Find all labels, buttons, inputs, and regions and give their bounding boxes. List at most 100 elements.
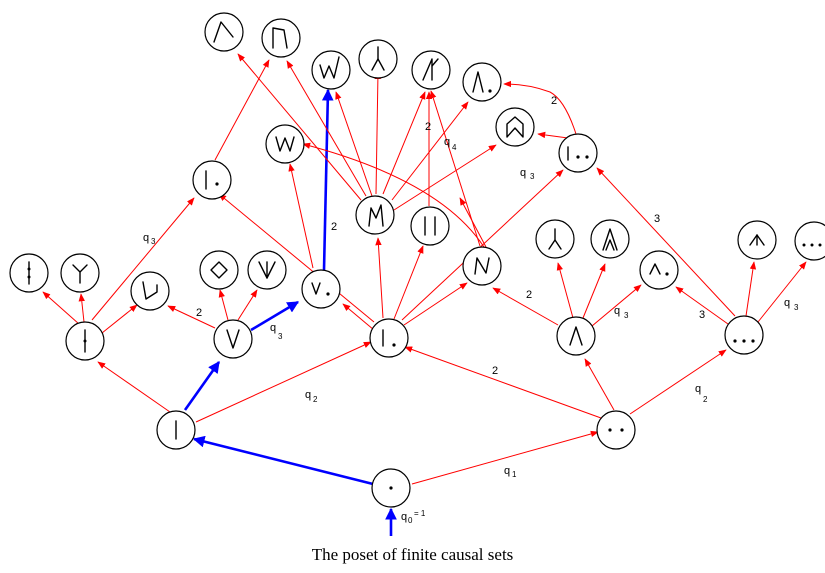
label-q3-upper: q: [520, 167, 526, 179]
edge-N-to-W-curve: [302, 142, 485, 248]
node-lambda-dot-top: [462, 62, 502, 102]
node-chain-dots: [558, 133, 598, 173]
label-q3-upper-sub: 3: [530, 172, 535, 181]
edge-Ndot-to-Adot: [391, 101, 469, 201]
label-2-mid: 2: [425, 121, 431, 133]
edge-lambda-to-Aup: [582, 263, 606, 319]
node-lambda: [556, 316, 596, 356]
edge-chain2dot-to-hook: [214, 59, 270, 161]
edge-root-to-antichain2: [411, 430, 599, 485]
edge-labels: q 0 = 1 q 1 q 2 q 2 q 3 q 3 q 3 q 3 q 3 …: [143, 95, 799, 525]
edge-anti3-to-lambda-dot: [675, 286, 729, 325]
edge-root-to-chain2: [192, 435, 374, 486]
label-2-N: 2: [526, 289, 532, 301]
edge-Ndot-to-Wchain: [335, 91, 373, 197]
node-slash-chain: [411, 50, 451, 90]
node-antichain-2: [596, 410, 636, 450]
node-inverted-Y: [535, 219, 575, 259]
node-double-lambda: [590, 219, 630, 259]
edge-anti2-to-lambda: [584, 358, 615, 411]
label-q3-right-sub: 3: [794, 303, 799, 312]
node-single-point: [371, 468, 411, 508]
edge-V-to-diamond: [218, 289, 229, 321]
edge-chain3-to-chain2-dot-upper: [91, 197, 195, 321]
node-forked-chain: [358, 39, 398, 79]
edge-Vdot-to-W: [288, 163, 314, 269]
node-house: [495, 107, 535, 147]
label-2-vee: 2: [196, 307, 202, 319]
label-q3-left: q: [143, 232, 149, 244]
label-q3-right: q: [784, 297, 790, 309]
node-chain-3: [65, 321, 105, 361]
node-V: [213, 319, 253, 359]
node-lambda-dot: [639, 250, 679, 290]
node-Y: [60, 253, 100, 293]
edge-anti3-to-vee-up: [745, 261, 757, 317]
node-chain-vee: [130, 271, 170, 311]
label-q1-sub: 1: [512, 470, 517, 479]
label-q3-left-sub: 3: [151, 237, 156, 246]
edge-lambda-to-N: [492, 287, 559, 326]
node-N: [462, 246, 502, 286]
edge-Ndot-to-tent: [237, 53, 362, 201]
label-q0-value: = 1: [414, 509, 426, 518]
edge-Ndot-to-hook: [286, 60, 367, 197]
edge-anti3-to-anti4: [757, 261, 807, 323]
label-q2-right-sub: 2: [703, 395, 708, 404]
node-W: [265, 124, 305, 164]
edge-Ndot-to-slash: [382, 91, 426, 195]
label-2-blue: 2: [331, 221, 337, 233]
label-q0-sub: 0: [408, 516, 413, 525]
label-q4-sub: 4: [452, 143, 457, 152]
label-2-lower: 2: [492, 365, 498, 377]
edge-cd-to-Vdot: [342, 303, 375, 331]
node-trident-up: [737, 220, 777, 260]
edges: [42, 53, 807, 536]
node-tent: [204, 12, 244, 52]
label-3-upper: 3: [654, 213, 660, 225]
edge-chain3-to-Y: [78, 293, 85, 323]
label-2-top: 2: [551, 95, 557, 107]
edge-chain2-to-V: [183, 361, 221, 411]
node-zigzag: [355, 195, 395, 235]
edge-chain3-to-chain4: [42, 291, 80, 325]
edge-cd-to-pair: [393, 245, 424, 320]
edge-N-to-chain-peak: [430, 90, 481, 247]
node-diamond: [199, 250, 239, 290]
label-q3-V: q: [270, 322, 276, 334]
edge-cd-to-N: [403, 282, 468, 326]
edge-V-to-vee-dot: [167, 305, 216, 329]
node-chain-dot: [369, 318, 409, 358]
node-chain-2: [156, 410, 196, 450]
edge-Ndot-to-sharp: [374, 71, 382, 195]
edge-chaindots-to-Adot: [503, 80, 577, 135]
label-q4: q: [444, 136, 450, 148]
edge-V-to-V-dot: [250, 300, 300, 332]
edge-Vdot-to-W-chain: [321, 88, 334, 271]
edge-chaindots-to-WB: [537, 131, 569, 139]
label-q2-left-sub: 2: [313, 395, 318, 404]
label-q1: q: [504, 465, 510, 477]
node-V-dot: [301, 269, 341, 309]
label-q3-mid-sub: 3: [624, 311, 629, 320]
node-antichain-3: [724, 315, 764, 355]
edge-Ndot-to-WB: [393, 144, 497, 211]
node-hook: [261, 18, 301, 58]
edge-cd-to-chain2dot: [218, 193, 375, 323]
node-chain2-dot: [192, 160, 232, 200]
label-q2-right: q: [695, 383, 701, 395]
label-q0: q: [401, 511, 407, 523]
label-q2-left: q: [305, 389, 311, 401]
edge-cd-to-Ndot: [375, 237, 384, 319]
nodes: [9, 12, 825, 508]
edge-chain2-to-chain-dot: [195, 341, 372, 423]
label-q3-mid: q: [614, 305, 620, 317]
node-W-chain: [311, 50, 351, 90]
edge-chain3-to-vee-dot: [101, 304, 138, 334]
edge-V-to-psi: [237, 289, 258, 321]
label-3-lower: 3: [699, 309, 705, 321]
edge-lambda-to-lambda-dot: [591, 284, 642, 327]
node-antichain-4: [794, 221, 825, 261]
node-chain-4: [9, 253, 49, 293]
edge-anti2-to-chain-dot: [404, 346, 602, 419]
